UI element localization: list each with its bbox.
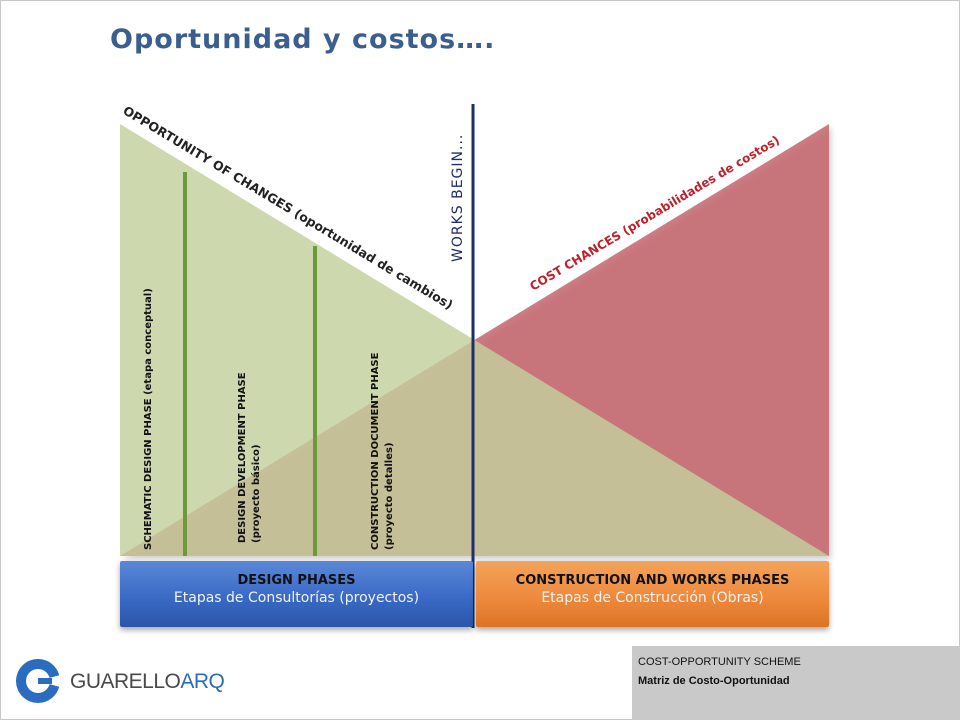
construction-phases-bar: CONSTRUCTION AND WORKS PHASES Etapas de …	[476, 561, 829, 627]
design-phases-title: DESIGN PHASES	[237, 573, 356, 588]
design-phases-subtitle: Etapas de Consultorías (proyectos)	[173, 590, 420, 606]
construction-document-phase-sublabel: (proyecto detalles)	[384, 442, 395, 550]
page-title: Oportunidad y costos….	[110, 24, 496, 55]
works-begin-label: WORKS BEGIN...	[450, 134, 466, 262]
schematic-design-phase-label: SCHEMATIC DESIGN PHASE (etapa conceptual…	[143, 288, 154, 550]
construction-document-phase-label: CONSTRUCTION DOCUMENT PHASE	[370, 352, 381, 550]
design-phases-bar: DESIGN PHASES Etapas de Consultorías (pr…	[120, 561, 473, 627]
construction-phases-subtitle: Etapas de Construcción (Obras)	[541, 590, 764, 606]
scheme-caption-box: COST-OPPORTUNITY SCHEME Matriz de Costo-…	[632, 646, 960, 720]
logo-mark-icon	[16, 659, 60, 703]
scheme-caption-subtitle: Matriz de Costo-Oportunidad	[638, 675, 790, 687]
logo-wordmark: GUARELLOARQ	[70, 670, 225, 694]
logo-text-main: GUARELLO	[70, 670, 181, 693]
design-development-phase-sublabel: (proyecto básico)	[250, 444, 262, 543]
scheme-caption-title: COST-OPPORTUNITY SCHEME	[638, 656, 801, 668]
guarelloarq-logo: GUARELLOARQ	[14, 655, 225, 707]
logo-text-accent: ARQ	[180, 670, 225, 693]
construction-phases-title: CONSTRUCTION AND WORKS PHASES	[515, 573, 790, 588]
design-development-phase-label: DESIGN DEVELOPMENT PHASE	[237, 372, 248, 543]
